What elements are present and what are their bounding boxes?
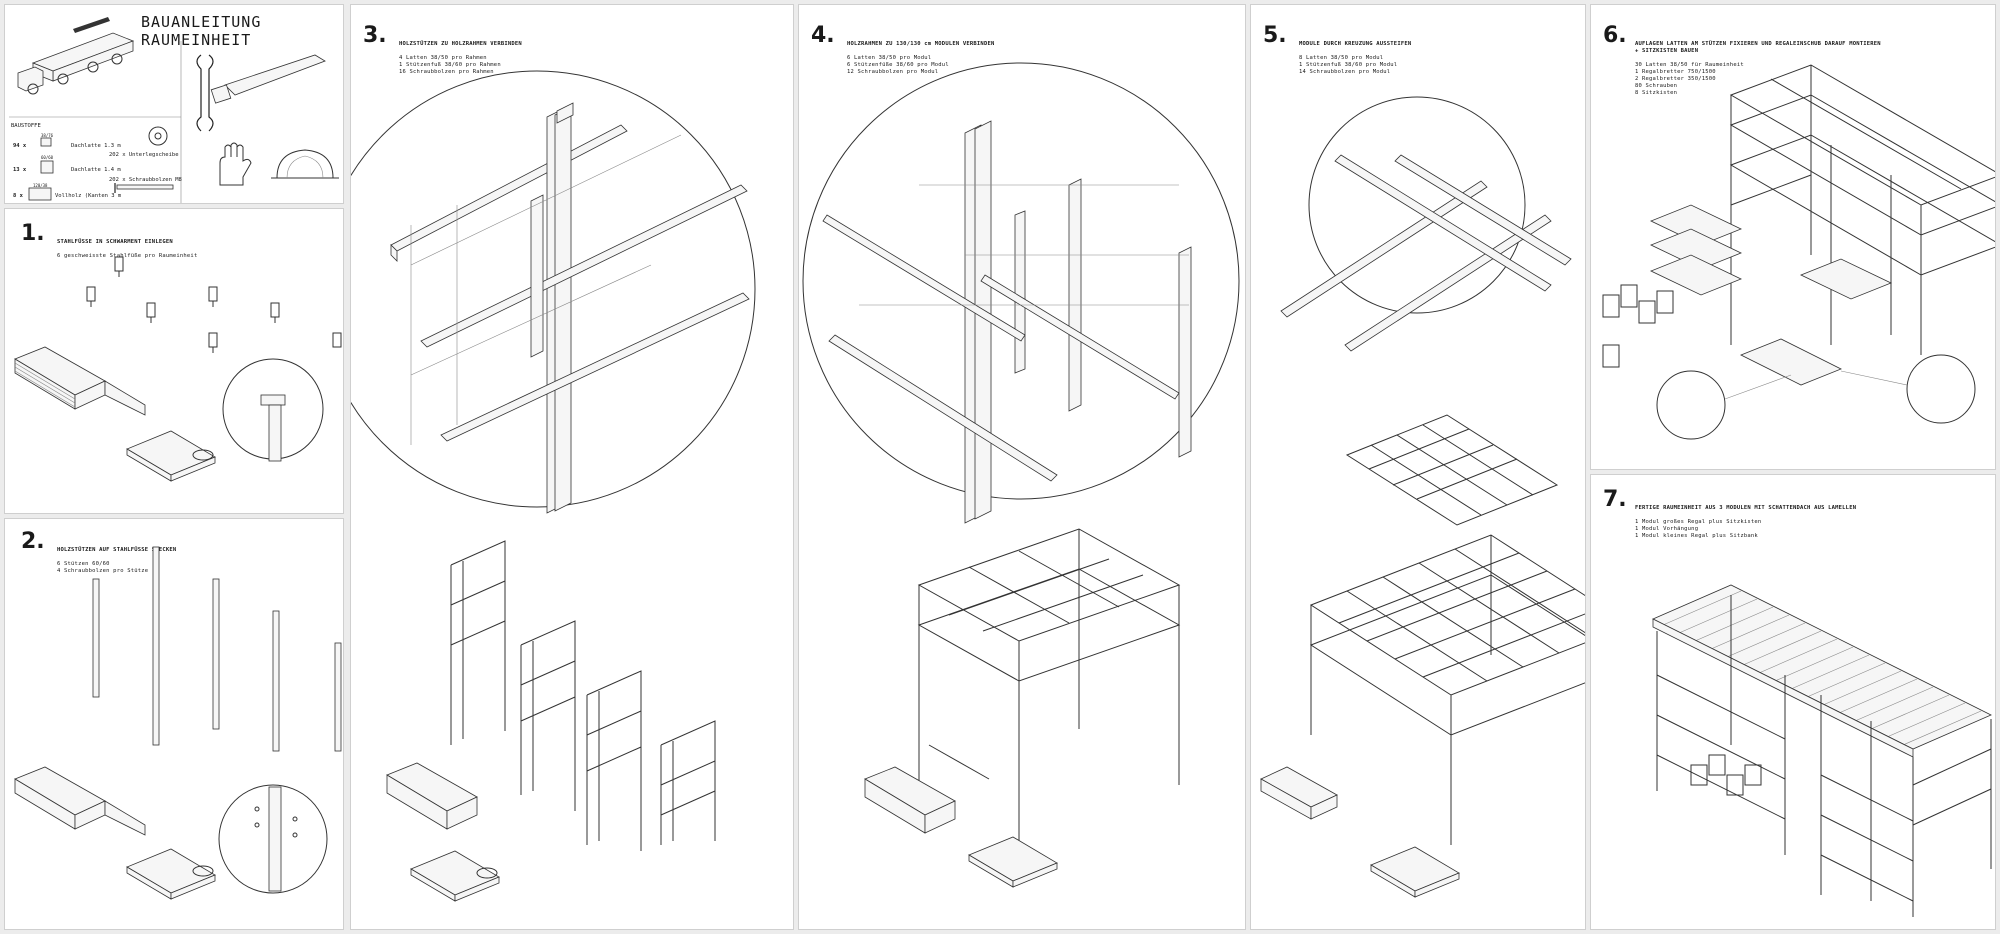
hardware-label: 202 x Unterlegscheibe bbox=[109, 152, 179, 158]
step-number: 6. bbox=[1603, 23, 1627, 48]
step-caption: HOLZSTÜTZEN ZU HOLZRAHMEN VERBINDEN 4 La… bbox=[399, 41, 522, 75]
step-caption: MODULE DURCH KREUZUNG AUSSTEIFEN 8 Latte… bbox=[1299, 41, 1412, 75]
step-2-drawing bbox=[14, 546, 342, 900]
saw-icon bbox=[210, 54, 326, 104]
step-3-panel: 3. HOLZSTÜTZEN ZU HOLZRAHMEN VERBINDEN 4… bbox=[350, 4, 794, 930]
truck-illustration bbox=[9, 17, 339, 203]
step-5-panel: 5. MODULE DURCH KREUZUNG AUSSTEIFEN 8 La… bbox=[1250, 4, 1586, 930]
material-label: Dachlatte 1.3 m bbox=[71, 143, 121, 149]
material-label: Dachlatte 1.4 m bbox=[71, 167, 121, 173]
step-4-panel: 4. HOLZRAHMEN ZU 130/130 cm MODULEN VERB… bbox=[798, 4, 1246, 930]
hardware-label: 202 x Schraubbolzen M8 bbox=[109, 177, 182, 183]
step-6-drawing bbox=[1602, 64, 1995, 440]
step-7-drawing bbox=[1652, 584, 1992, 917]
header-panel: BAUANLEITUNG RAUMEINHEIT BAUSTO bbox=[4, 4, 344, 204]
materials-heading: BAUSTOFFE bbox=[11, 123, 41, 129]
step-number: 2. bbox=[21, 529, 45, 554]
step-caption: FERTIGE RAUMEINHEIT AUS 3 MODULEN MIT SC… bbox=[1635, 505, 1857, 539]
material-size: 38/76 bbox=[41, 133, 54, 138]
step-6-panel: 6. AUFLAGEN LATTEN AM STÜTZEN FIXIEREN U… bbox=[1590, 4, 1996, 470]
step-caption: HOLZRAHMEN ZU 130/130 cm MODULEN VERBIND… bbox=[847, 41, 995, 75]
glove-icon bbox=[219, 142, 252, 186]
step-2-panel: 2. HOLZSTÜTZEN AUF STAHLFÜSSE STECKEN 6 … bbox=[4, 518, 344, 930]
step-caption: STAHLFÜSSE IN SCHWARMENT EINLEGEN 6 gesc… bbox=[57, 239, 198, 259]
step-number: 5. bbox=[1263, 23, 1287, 48]
material-size: 60/60 bbox=[41, 155, 54, 160]
step-4-drawing bbox=[802, 62, 1240, 888]
step-5-drawing bbox=[1260, 96, 1585, 898]
material-qty: 8 x bbox=[13, 193, 23, 199]
step-caption: HOLZSTÜTZEN AUF STAHLFÜSSE STECKEN 6 Stü… bbox=[57, 547, 177, 574]
page-title: BAUANLEITUNG RAUMEINHEIT bbox=[141, 13, 262, 49]
material-qty: 13 x bbox=[13, 167, 27, 173]
step-number: 4. bbox=[811, 23, 835, 48]
step-number: 3. bbox=[363, 23, 387, 48]
material-label: Vollholz (Kanten 3 m bbox=[55, 193, 122, 199]
material-size: 120/38 bbox=[33, 183, 48, 188]
step-1-panel: 1. STAHLFÜSSE IN SCHWARMENT EINLEGEN 6 g… bbox=[4, 208, 344, 514]
step-number: 7. bbox=[1603, 487, 1627, 512]
step-3-drawing bbox=[351, 70, 756, 902]
step-1-drawing bbox=[14, 256, 342, 482]
step-number: 1. bbox=[21, 221, 45, 246]
helmet-icon bbox=[271, 149, 339, 179]
material-qty: 94 x bbox=[13, 143, 27, 149]
step-7-panel: 7. FERTIGE RAUMEINHEIT AUS 3 MODULEN MIT… bbox=[1590, 474, 1996, 930]
wrench-icon bbox=[196, 54, 214, 132]
step-caption: AUFLAGEN LATTEN AM STÜTZEN FIXIEREN UND … bbox=[1635, 41, 1881, 96]
